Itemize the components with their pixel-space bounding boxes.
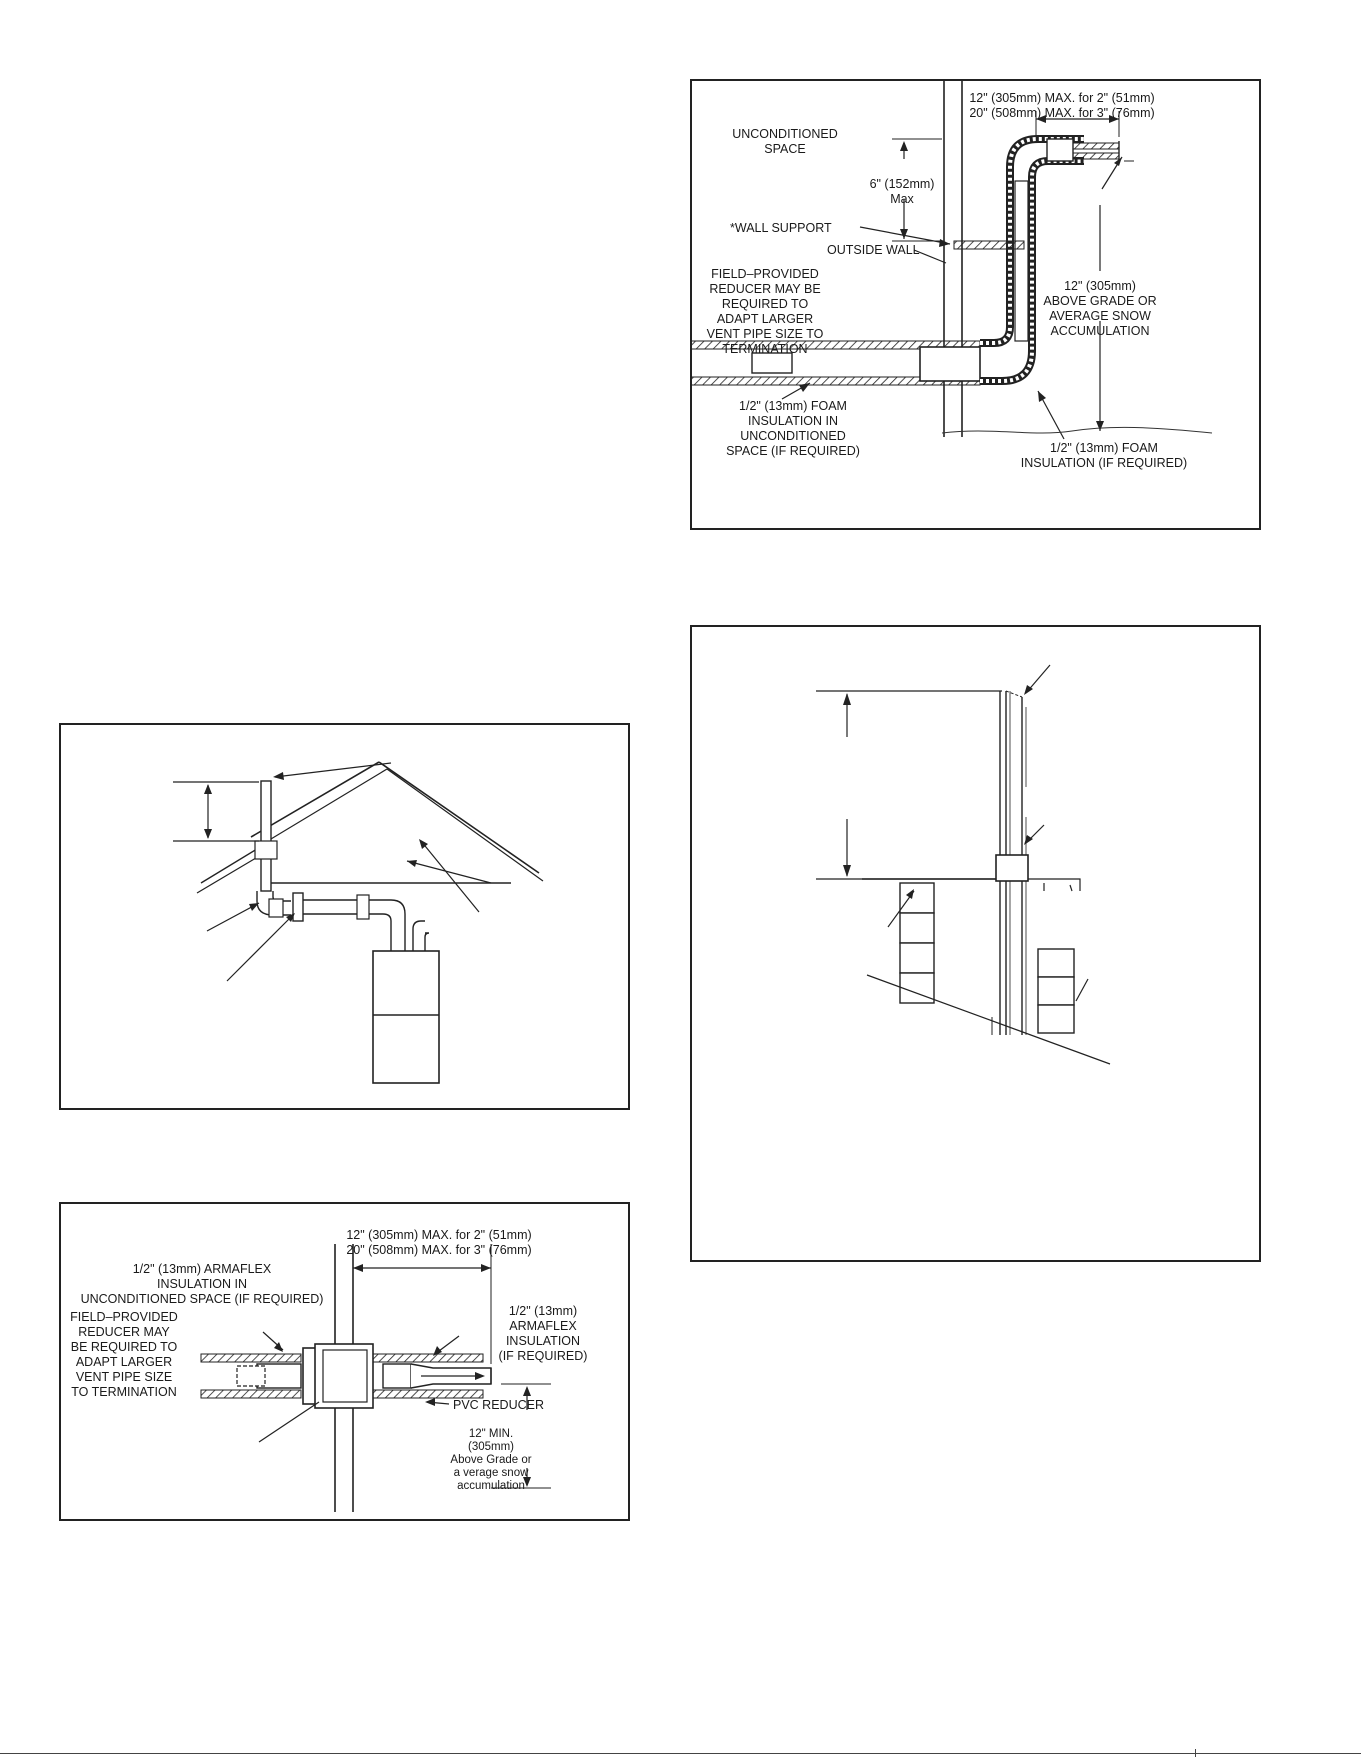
figure-horizontal-termination: 12" (305mm) MAX. for 2" (51mm) 20" (508m…: [59, 1202, 630, 1521]
page-footer-rule: [0, 1753, 1361, 1754]
page-footer-tick: [1195, 1749, 1196, 1757]
label-outside-wall: OUTSIDE WALL: [827, 243, 920, 257]
label-foam-if-required: 1/2" (13mm) FOAM INSULATION (IF REQUIRED…: [1020, 441, 1188, 470]
label-wall-support: *WALL SUPPORT: [730, 221, 832, 235]
figure-attic-roof-vent: [59, 723, 630, 1110]
label-field-provided-reducer: FIELD–PROVIDED REDUCER MAY BE REQUIRED T…: [70, 1310, 178, 1399]
figure-vertical-wall-vent: [690, 625, 1261, 1262]
label-armaflex-if-required: 1/2" (13mm) ARMAFLEX INSULATION (IF REQU…: [498, 1304, 588, 1363]
figure-wall-termination-unconditioned: UNCONDITIONED SPACE 12" (305mm) MAX. for…: [690, 79, 1261, 530]
horizontal-termination-drawing: [200, 1244, 551, 1512]
label-above-grade: 12" (305mm) ABOVE GRADE OR AVERAGE SNOW …: [1043, 279, 1157, 338]
label-six-inch-max: 6" (152mm) Max: [869, 177, 935, 206]
vertical-wall-drawing: [816, 664, 1111, 1065]
label-foam-unconditioned: 1/2" (13mm) FOAM INSULATION IN UNCONDITI…: [726, 399, 860, 458]
label-pvc-reducer: PVC REDUCER: [453, 1398, 544, 1412]
label-unconditioned-space: UNCONDITIONED SPACE: [732, 127, 838, 156]
label-armaflex-unconditioned: 1/2" (13mm) ARMAFLEX INSULATION IN UNCON…: [80, 1262, 324, 1306]
label-max-offset: 12" (305mm) MAX. for 2" (51mm) 20" (508m…: [346, 1228, 532, 1257]
wall-termination-drawing: [692, 81, 1213, 440]
label-min-above-grade: 12" MIN. (305mm) Above Grade or a verage…: [450, 1428, 532, 1492]
label-field-provided-reducer: FIELD–PROVIDED REDUCER MAY BE REQUIRED T…: [706, 267, 824, 356]
label-max-offset: 12" (305mm) MAX. for 2" (51mm) 20" (508m…: [969, 91, 1155, 120]
attic-roof-drawing: [173, 761, 544, 1084]
